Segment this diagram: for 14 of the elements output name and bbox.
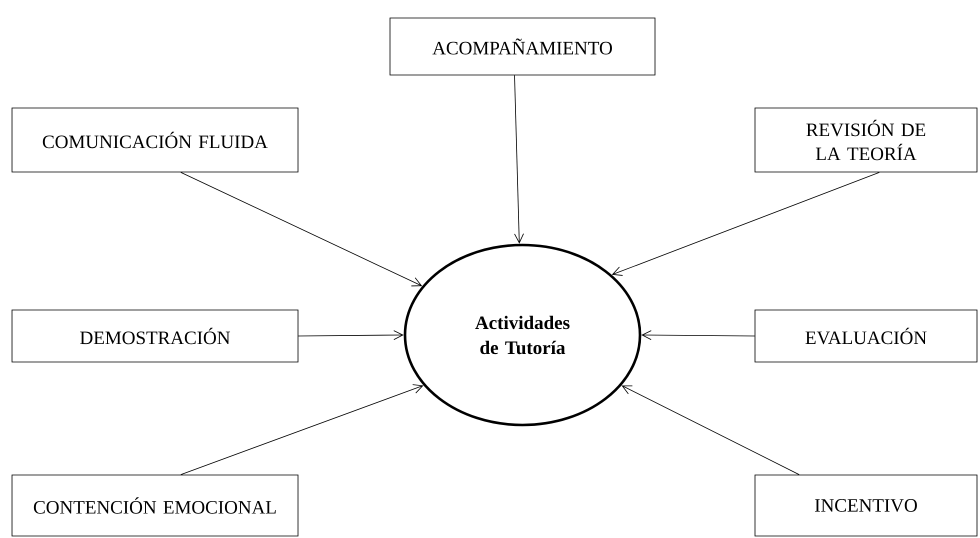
arrow [514,75,524,244]
concept-box: CONTENCIÓN EMOCIONAL [12,474,298,536]
arrow [622,385,800,475]
arrow [612,172,880,276]
concept-box: INCENTIVO [754,474,978,536]
arrow [180,172,422,286]
concept-box: ACOMPAÑAMIENTO [390,18,656,76]
arrow [180,384,424,475]
concept-box: REVISIÓN DE LA TEORÍA [754,108,978,172]
concept-box: COMUNICACIÓN FLUIDA [12,108,298,172]
concept-box: DEMOSTRACIÓN [12,310,298,362]
arrow [298,330,404,340]
arrow [641,330,755,340]
concept-box: EVALUACIÓN [754,310,978,362]
